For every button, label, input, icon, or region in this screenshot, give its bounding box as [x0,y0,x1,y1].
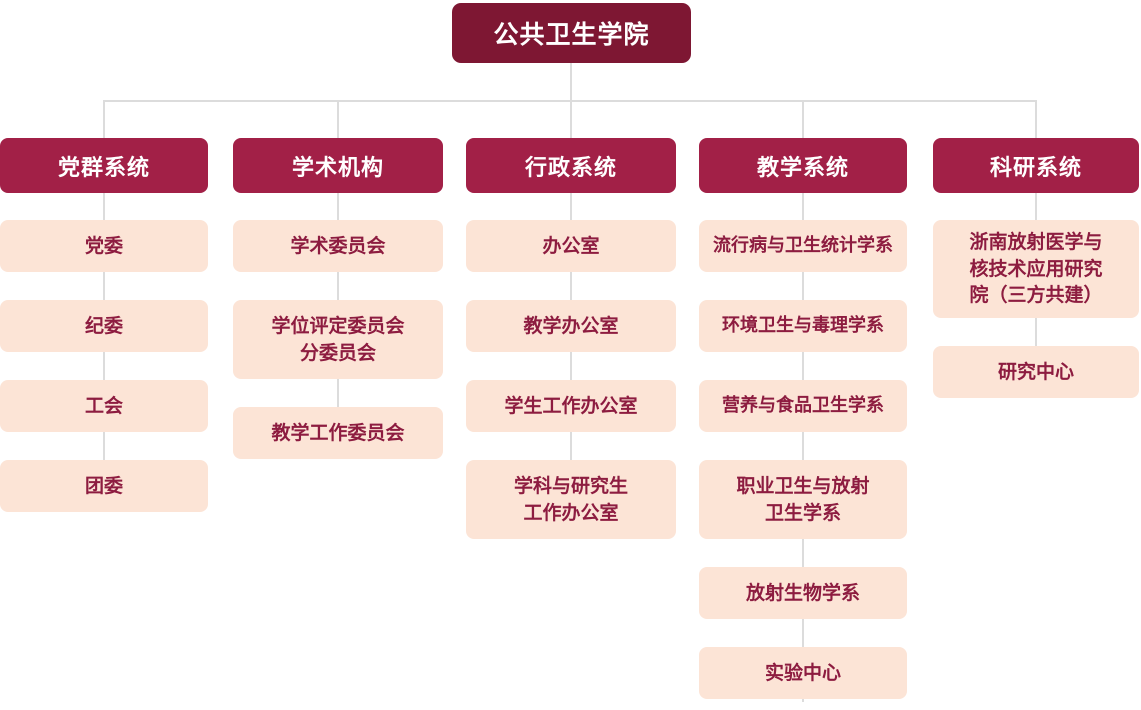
org-node-label: 学术委员会 [290,234,386,257]
org-node: 浙南放射医学与 核技术应用研究 院（三方共建） [933,220,1139,318]
org-node: 党委 [0,220,208,272]
connector-drop-branch-2 [337,100,339,140]
org-node-label: 教学办公室 [523,314,619,337]
root-node: 公共卫生学院 [452,3,691,63]
org-node-label: 学科与研究生 工作办公室 [513,474,628,524]
org-node-label: 学生工作办公室 [504,394,638,417]
org-node-label: 实验中心 [764,661,841,684]
connector-drop-branch-1 [103,100,105,140]
org-node-label: 学位评定委员会 分委员会 [271,314,405,364]
org-node: 研究中心 [933,346,1139,398]
branch-research-system: 科研系统 浙南放射医学与 核技术应用研究 院（三方共建） 研究中心 [933,138,1139,426]
org-node-label: 纪委 [84,314,123,337]
org-node: 团委 [0,460,208,512]
connector-drop-branch-4 [802,100,804,140]
org-node: 学位评定委员会 分委员会 [233,300,443,379]
org-node-label: 办公室 [542,234,600,257]
branch-header-academic: 学术机构 [233,138,443,193]
org-node: 学生工作办公室 [466,380,676,432]
branch-header-party-mass: 党群系统 [0,138,208,193]
branch-party-mass-system: 党群系统 党委 纪委 工会 团委 [0,138,208,540]
org-node-label: 放射生物学系 [745,581,860,604]
branch-connector-line [802,165,804,702]
org-node: 教学工作委员会 [233,407,443,459]
org-node: 纪委 [0,300,208,352]
org-node-label: 职业卫生与放射 卫生学系 [736,474,870,524]
org-node-label: 团委 [84,474,123,497]
branch-header-label: 行政系统 [524,155,617,181]
org-node: 实验中心 [699,647,907,699]
branch-academic-bodies: 学术机构 学术委员会 学位评定委员会 分委员会 教学工作委员会 [233,138,443,487]
branch-header-label: 教学系统 [756,155,849,181]
branch-header-research: 科研系统 [933,138,1139,193]
branch-teaching-system: 教学系统 流行病与卫生统计学系 环境卫生与毒理学系 营养与食品卫生学系 职业卫生… [699,138,907,710]
org-node-label: 浙南放射医学与 核技术应用研究 院（三方共建） [969,230,1103,307]
org-node-label: 流行病与卫生统计学系 [713,235,893,257]
org-node: 办公室 [466,220,676,272]
branch-header-label: 党群系统 [57,155,150,181]
org-node: 学术委员会 [233,220,443,272]
org-node: 工会 [0,380,208,432]
branch-header-administrative: 行政系统 [466,138,676,193]
org-node: 营养与食品卫生学系 [699,380,907,432]
root-node-label: 公共卫生学院 [493,20,650,49]
branch-header-teaching: 教学系统 [699,138,907,193]
org-node: 教学办公室 [466,300,676,352]
org-node: 流行病与卫生统计学系 [699,220,907,272]
org-node: 职业卫生与放射 卫生学系 [699,460,907,539]
org-node-label: 教学工作委员会 [271,421,405,444]
connector-drop-branch-5 [1035,100,1037,140]
branch-header-label: 科研系统 [989,155,1082,181]
org-node: 学科与研究生 工作办公室 [466,460,676,539]
org-node: 放射生物学系 [699,567,907,619]
branch-administrative-system: 行政系统 办公室 教学办公室 学生工作办公室 学科与研究生 工作办公室 [466,138,676,567]
org-node: 环境卫生与毒理学系 [699,300,907,352]
org-node-label: 研究中心 [997,360,1074,383]
branch-header-label: 学术机构 [291,155,384,181]
connector-root-drop [570,63,572,101]
connector-drop-branch-3 [570,100,572,140]
org-node-label: 工会 [84,394,123,417]
org-node-label: 营养与食品卫生学系 [722,395,884,417]
org-node-label: 环境卫生与毒理学系 [722,315,884,337]
org-node-label: 党委 [84,234,123,257]
